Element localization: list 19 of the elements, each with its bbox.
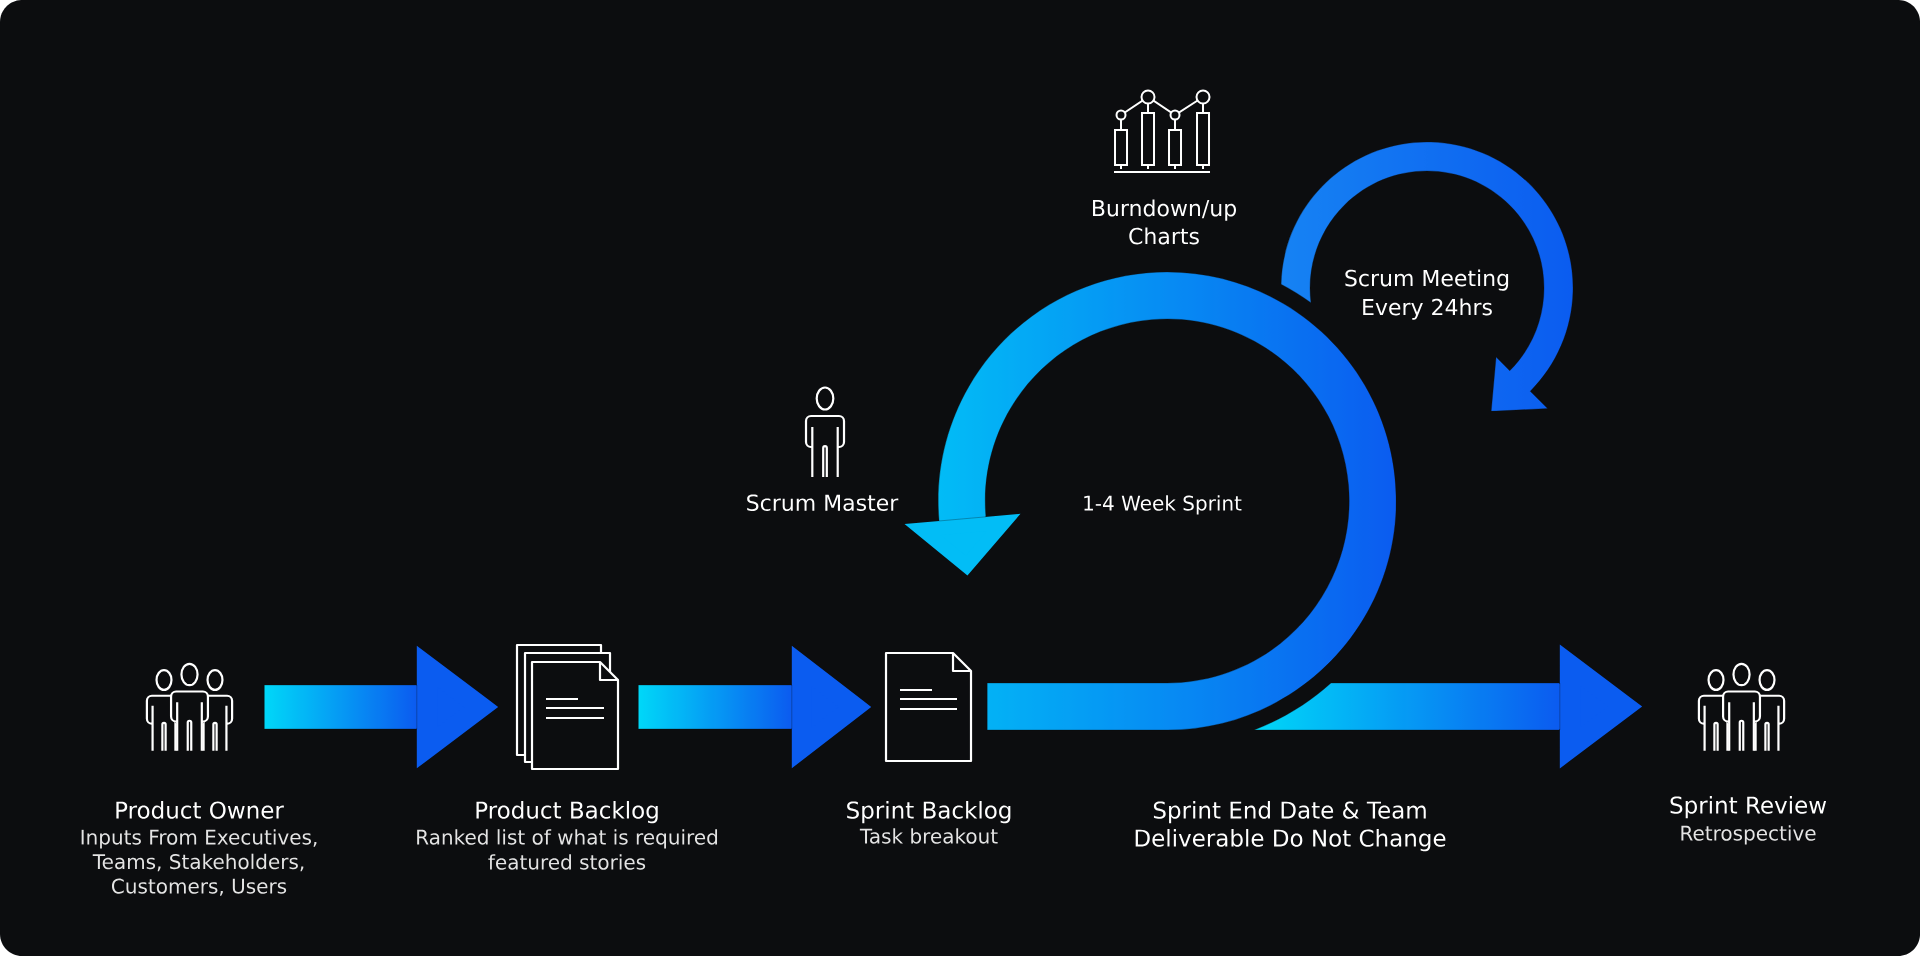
heading: Sprint Review bbox=[1670, 796, 1827, 819]
chart-icon bbox=[1113, 89, 1211, 173]
description: Retrospective bbox=[1681, 825, 1816, 845]
description: Inputs From Executives, Teams, Stakeholders, Customers, Users bbox=[81, 829, 317, 896]
icon-label: Burndown/up Charts bbox=[1093, 199, 1236, 245]
description: Ranked list of what is required featured stories bbox=[417, 829, 718, 870]
document-icon bbox=[884, 651, 973, 763]
label-text: Scrum Meeting Every 24hrs bbox=[1345, 269, 1509, 320]
heading: Product Backlog bbox=[476, 801, 658, 824]
description: Task breakout bbox=[859, 828, 998, 844]
icon-label: Scrum Master bbox=[747, 494, 899, 512]
documents-icon bbox=[515, 643, 620, 771]
label-text: 1-4 Week Sprint bbox=[1084, 495, 1242, 515]
people-icon bbox=[1697, 662, 1786, 752]
heading: Product Owner bbox=[116, 801, 284, 819]
person-icon bbox=[804, 386, 846, 479]
people-icon bbox=[145, 662, 234, 752]
heading: Sprint Backlog bbox=[847, 801, 1011, 824]
label-text: Sprint End Date & Team Deliverable Do Not Change bbox=[1135, 801, 1446, 852]
